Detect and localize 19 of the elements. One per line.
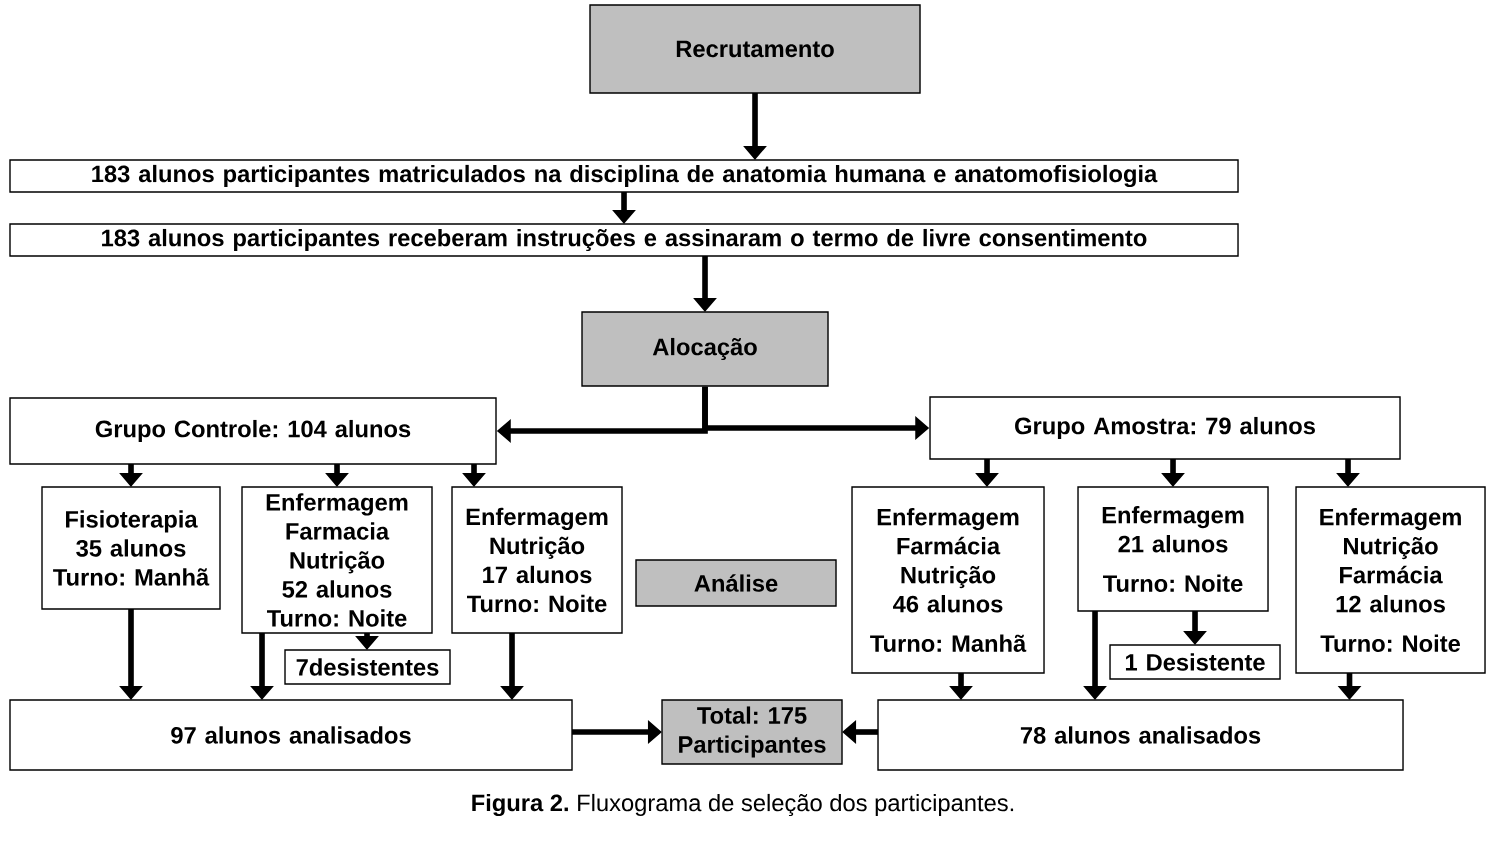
process-box: Enfermagem Farmácia Nutrição 46 alunos Turno: Manhã xyxy=(851,486,1045,674)
process-box: 97 alunos analisados xyxy=(9,699,573,771)
process-box: 1 Desistente xyxy=(1109,644,1281,680)
process-box: 183 alunos participantes receberam instruções e assinaram o termo de livre consentimento xyxy=(9,223,1239,257)
process-box: 183 alunos participantes matriculados na disciplina de anatomia humana e anatomofisiologia xyxy=(9,159,1239,193)
group-box: Grupo Amostra: 79 alunos xyxy=(929,396,1401,460)
process-box: Total: 175 Participantes xyxy=(661,699,843,765)
process-box: Recrutamento xyxy=(589,4,921,94)
process-box: Fisioterapia 35 alunos Turno: Manhã xyxy=(41,486,221,610)
process-box: Alocação xyxy=(581,311,829,387)
group-box: Grupo Controle: 104 alunos xyxy=(9,397,497,465)
process-box: Enfermagem 21 alunos Turno: Noite xyxy=(1077,486,1269,612)
process-box: 78 alunos analisados xyxy=(877,699,1404,771)
process-box: Enfermagem Nutrição 17 alunos Turno: Noite xyxy=(451,486,623,634)
process-box: Análise xyxy=(635,559,837,607)
process-box: Enfermagem Farmacia Nutrição 52 alunos Turno: Noite xyxy=(241,486,433,634)
caption: Figura 2. Fluxograma de seleção dos participantes. xyxy=(472,793,1014,817)
process-box: Enfermagem Nutrição Farmácia 12 alunos Turno: Noite xyxy=(1295,486,1486,674)
process-box: 7desistentes xyxy=(284,649,451,685)
